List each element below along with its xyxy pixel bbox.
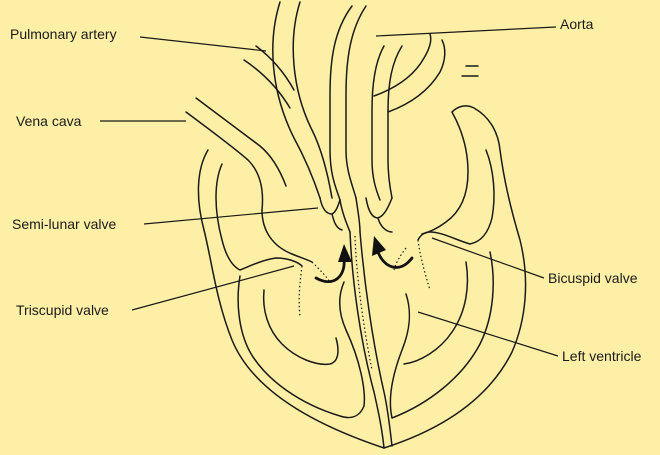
right-atrium-roof bbox=[262, 210, 312, 262]
pulmonary-artery-outer bbox=[273, 2, 320, 198]
semi-lunar-valve-left bbox=[320, 198, 342, 230]
pulmonary-branch-left bbox=[244, 60, 290, 108]
leader-bicuspid-valve bbox=[432, 238, 544, 278]
label-semi-lunar-valve: Semi-lunar valve bbox=[12, 216, 116, 232]
leader-left-ventricle bbox=[418, 312, 558, 356]
label-aorta: Aorta bbox=[560, 16, 593, 32]
aortic-root-left bbox=[340, 200, 350, 232]
label-left-ventricle: Left ventricle bbox=[562, 348, 641, 364]
flow-arrowhead-left-ventricle bbox=[372, 236, 386, 256]
right-ventricle-inner bbox=[264, 290, 338, 364]
right-ventricle-chamber bbox=[238, 276, 364, 418]
vena-cava-outer bbox=[186, 112, 262, 210]
heart-outer-wall bbox=[198, 106, 525, 448]
label-triscupid-valve: Triscupid valve bbox=[16, 302, 109, 318]
right-vessel-inner bbox=[388, 46, 402, 198]
vena-cava-inner bbox=[196, 98, 286, 186]
pulmonary-artery-inner bbox=[293, 2, 332, 198]
label-bicuspid-valve: Bicuspid valve bbox=[548, 270, 638, 286]
leader-pulmonary-artery bbox=[140, 37, 266, 51]
leader-semi-lunar-valve bbox=[144, 208, 318, 224]
aorta-wall-right bbox=[346, 6, 366, 198]
right-branch-b bbox=[374, 34, 431, 96]
heart-inner-wall-right bbox=[418, 150, 494, 244]
label-vena-cava: Vena cava bbox=[16, 113, 81, 129]
semi-lunar-valve-right bbox=[366, 198, 392, 232]
left-ventricle-inner bbox=[404, 262, 467, 364]
right-vessel-outer bbox=[372, 46, 384, 200]
flow-arrowhead-right-ventricle bbox=[338, 244, 352, 262]
label-pulmonary-artery: Pulmonary artery bbox=[10, 26, 117, 42]
left-ventricle-chamber bbox=[390, 252, 493, 418]
aortic-root-right bbox=[356, 198, 360, 232]
triscupid-valve-leaflet-a bbox=[299, 266, 302, 316]
right-branch-a bbox=[388, 40, 445, 112]
left-atrium-roof bbox=[422, 112, 468, 234]
leader-aorta bbox=[376, 27, 556, 36]
bicuspid-valve-leaflet-a bbox=[418, 240, 430, 290]
